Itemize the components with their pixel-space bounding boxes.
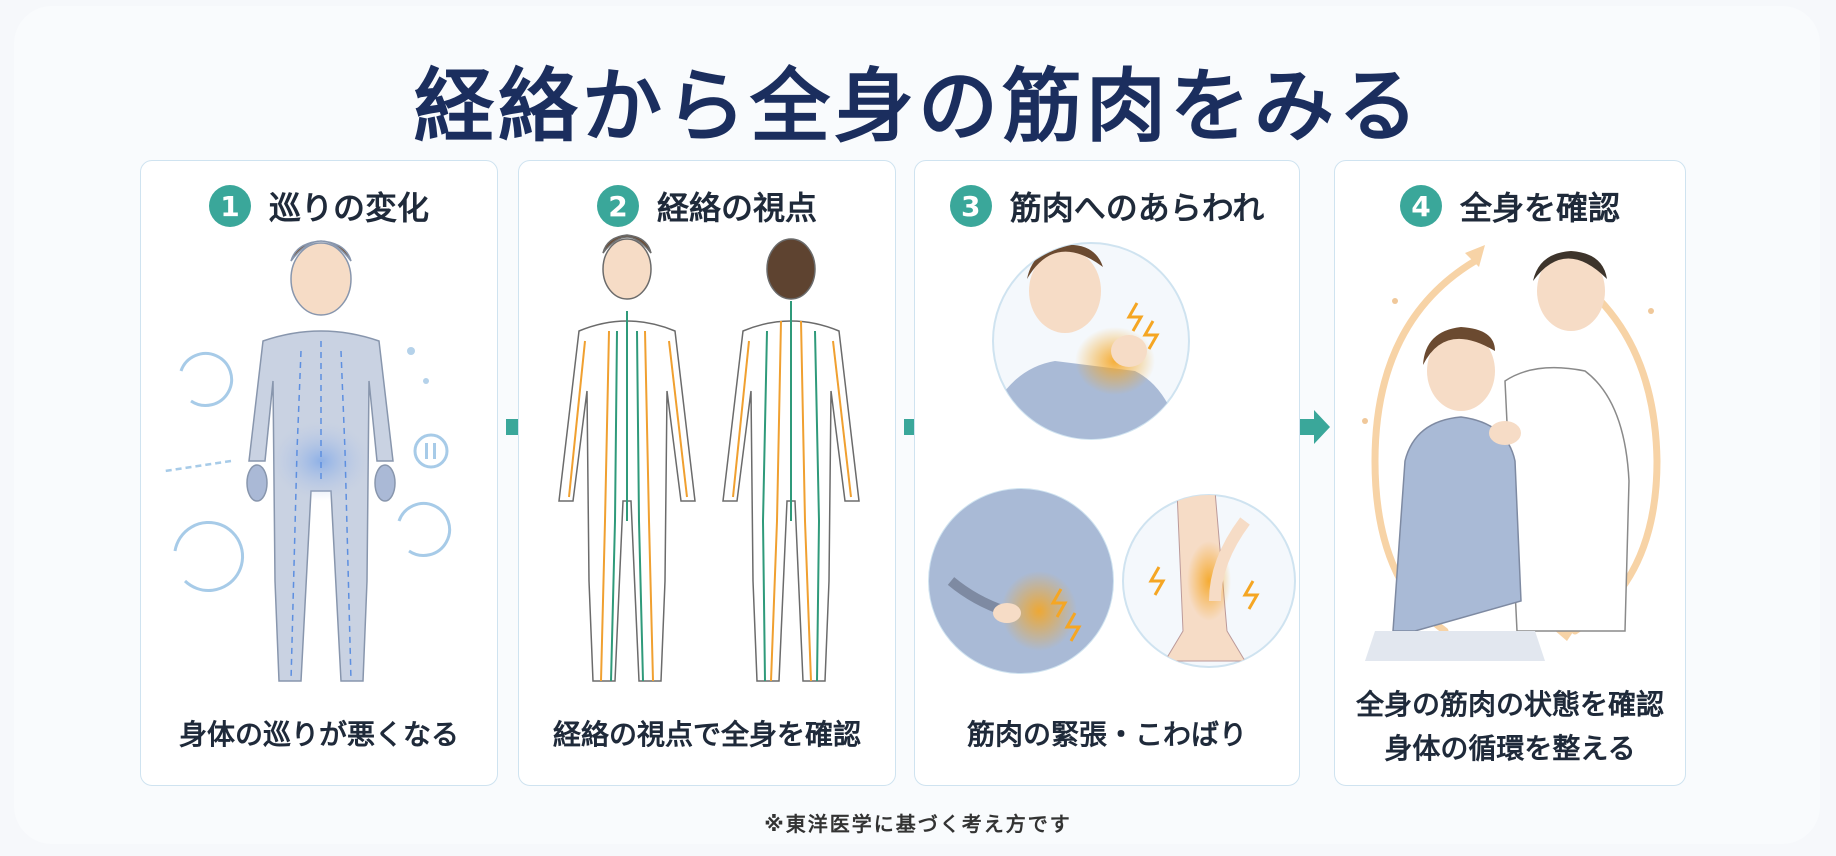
step-header-4: 4 全身を確認 xyxy=(1335,183,1685,229)
pause-icon xyxy=(413,433,449,469)
step-number-3: 3 xyxy=(949,185,992,227)
step-panel-1: 1 巡りの変化 xyxy=(140,160,498,786)
step-panel-4: 4 全身を確認 全身の筋肉の状態を確認 身体の循環を整える xyxy=(1334,160,1686,786)
person-figure xyxy=(246,240,396,682)
therapist-figure xyxy=(1504,251,1630,632)
lightning-icon xyxy=(1126,302,1160,350)
body-circulation-illustration xyxy=(164,240,451,682)
step-title-1: 巡りの変化 xyxy=(268,189,429,227)
step-number-2: 2 xyxy=(596,185,639,227)
step-caption-4-line2: 身体の循環を整える xyxy=(1384,732,1636,765)
back-figure xyxy=(722,238,860,682)
step-panel-3: 3 筋肉へのあらわれ xyxy=(914,160,1300,786)
front-figure xyxy=(558,234,696,682)
step-caption-1: 身体の巡りが悪くなる xyxy=(178,718,459,751)
page-title: 経絡から全身の筋肉をみる xyxy=(414,60,1422,153)
step-caption-4: 全身の筋肉の状態を確認 身体の循環を整える xyxy=(1335,683,1685,771)
step-header-3: 3 筋肉へのあらわれ xyxy=(915,183,1299,229)
step-panel-2: 2 経絡の視点 xyxy=(518,160,896,786)
calf-scene xyxy=(1164,495,1250,662)
muscle-tension-illustration xyxy=(928,242,1296,674)
step-number-4: 4 xyxy=(1399,185,1442,227)
footnote: ※東洋医学に基づく考え方です xyxy=(764,812,1072,836)
flow-arrow-icon xyxy=(164,459,232,473)
step-caption-4-line1: 全身の筋肉の状態を確認 xyxy=(1355,688,1664,721)
step-caption-2: 経絡の視点で全身を確認 xyxy=(552,718,861,751)
lower-back-scene xyxy=(929,489,1113,673)
step-title-2: 経絡の視点 xyxy=(656,189,817,227)
step-header-1: 1 巡りの変化 xyxy=(141,183,497,229)
client-figure xyxy=(1365,327,1545,661)
lightning-icon xyxy=(1148,566,1260,610)
step-number-1: 1 xyxy=(208,185,251,227)
step-caption-3: 筋肉の緊張・こわばり xyxy=(966,718,1247,751)
step-title-4: 全身を確認 xyxy=(1459,189,1620,227)
step-header-2: 2 経絡の視点 xyxy=(519,183,895,229)
full-body-check-illustration xyxy=(1362,245,1661,661)
circulation-arrow-icon xyxy=(173,352,451,592)
flow-lines xyxy=(290,341,352,682)
step-title-3: 筋肉へのあらわれ xyxy=(1009,189,1265,227)
next-arrow-icon xyxy=(1300,410,1330,448)
meridian-body-illustration xyxy=(558,234,860,682)
lightning-icon xyxy=(1050,588,1082,642)
